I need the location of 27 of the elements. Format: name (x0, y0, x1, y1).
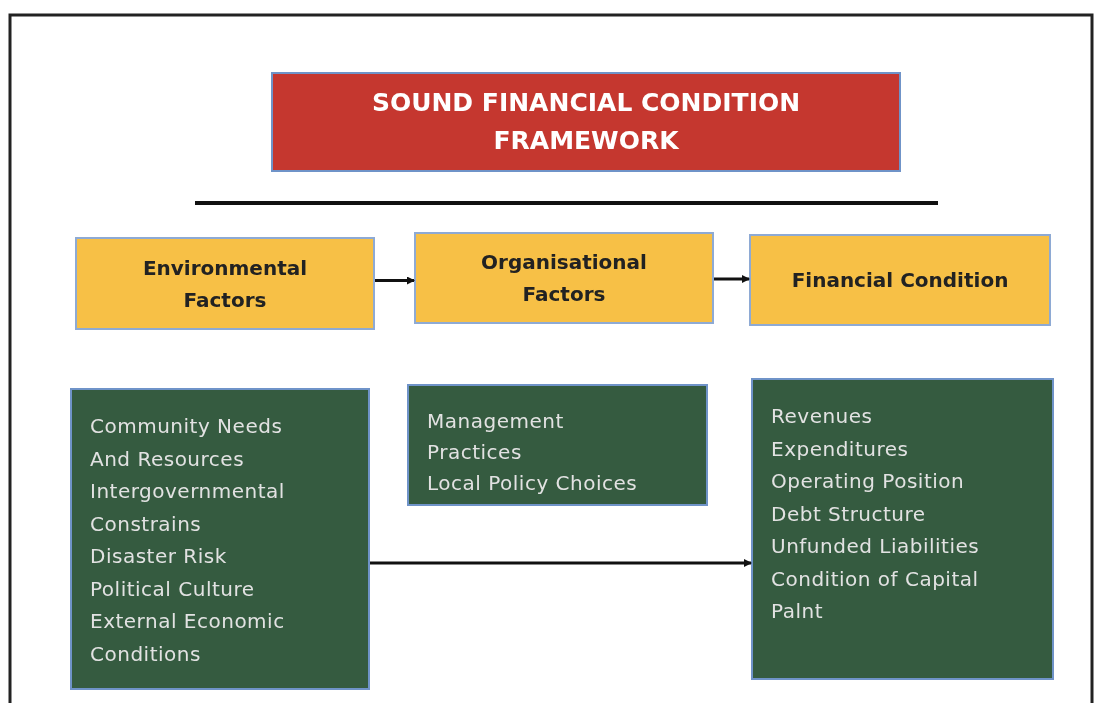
list-item: Revenues (771, 403, 874, 430)
list-item: Debt Structure (771, 500, 927, 528)
list-item: Political Culture (90, 575, 256, 603)
list-item: External Economic Conditions (90, 608, 286, 668)
item-list-panel (70, 388, 370, 690)
list-item: Operating Position (771, 468, 966, 495)
factor-box (75, 237, 375, 330)
list-item: Management Practices (427, 408, 565, 466)
item-list-panel (407, 384, 708, 506)
list-item: Disaster Risk (90, 543, 228, 570)
list-item: Local Policy Choices (427, 470, 639, 497)
item-list-panel (751, 378, 1054, 680)
arrow (714, 275, 750, 283)
title-banner (271, 72, 901, 172)
list-item: Expenditures (771, 435, 910, 463)
list-item: Condition of Capital Palnt (771, 565, 980, 625)
factor-box (414, 232, 714, 324)
factor-heading: Organisational Factors (480, 249, 648, 308)
list-item: Unfunded Liabilities (771, 533, 981, 560)
factor-heading: Environmental Factors (141, 254, 309, 314)
factor-heading: Financial Condition (791, 267, 1009, 294)
arrow (375, 276, 415, 285)
arrow (370, 559, 752, 567)
list-item: Community Needs And Resources (90, 413, 284, 473)
factor-box (749, 234, 1051, 326)
list-item: Intergovernmental Constrains (90, 478, 286, 538)
title-text: SOUND FINANCIAL CONDITION FRAMEWORK (370, 87, 802, 157)
